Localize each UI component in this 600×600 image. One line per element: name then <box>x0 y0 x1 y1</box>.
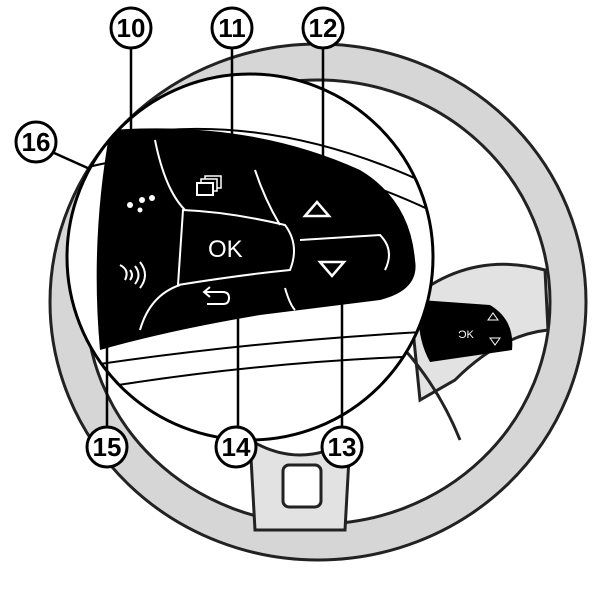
callout-10: 10 <box>109 6 153 50</box>
callout-12: 12 <box>301 6 345 50</box>
callout-13: 13 <box>320 425 364 469</box>
svg-text:10: 10 <box>117 13 146 43</box>
voice-icon[interactable] <box>119 261 146 289</box>
ok-label: OK <box>208 236 243 263</box>
small-ok-label: OK <box>458 329 475 341</box>
down-arrow-icon[interactable] <box>317 260 347 278</box>
windows-icon[interactable] <box>196 175 222 196</box>
callout-14: 14 <box>214 425 258 469</box>
svg-text:14: 14 <box>222 432 251 462</box>
ok-button[interactable]: OK <box>176 208 295 287</box>
svg-text:12: 12 <box>309 13 338 43</box>
leader-lines <box>105 47 344 428</box>
callout-11: 11 <box>210 6 254 50</box>
up-arrow-icon[interactable] <box>302 200 332 218</box>
phone-icon[interactable] <box>127 195 155 213</box>
svg-text:13: 13 <box>328 432 357 462</box>
svg-text:11: 11 <box>218 13 246 43</box>
small-control-panel: OK <box>418 300 513 362</box>
callout-16: 16 <box>14 120 58 164</box>
svg-text:16: 16 <box>22 127 51 157</box>
back-icon[interactable] <box>202 286 231 305</box>
svg-text:15: 15 <box>93 432 122 462</box>
callout-15: 15 <box>85 425 129 469</box>
